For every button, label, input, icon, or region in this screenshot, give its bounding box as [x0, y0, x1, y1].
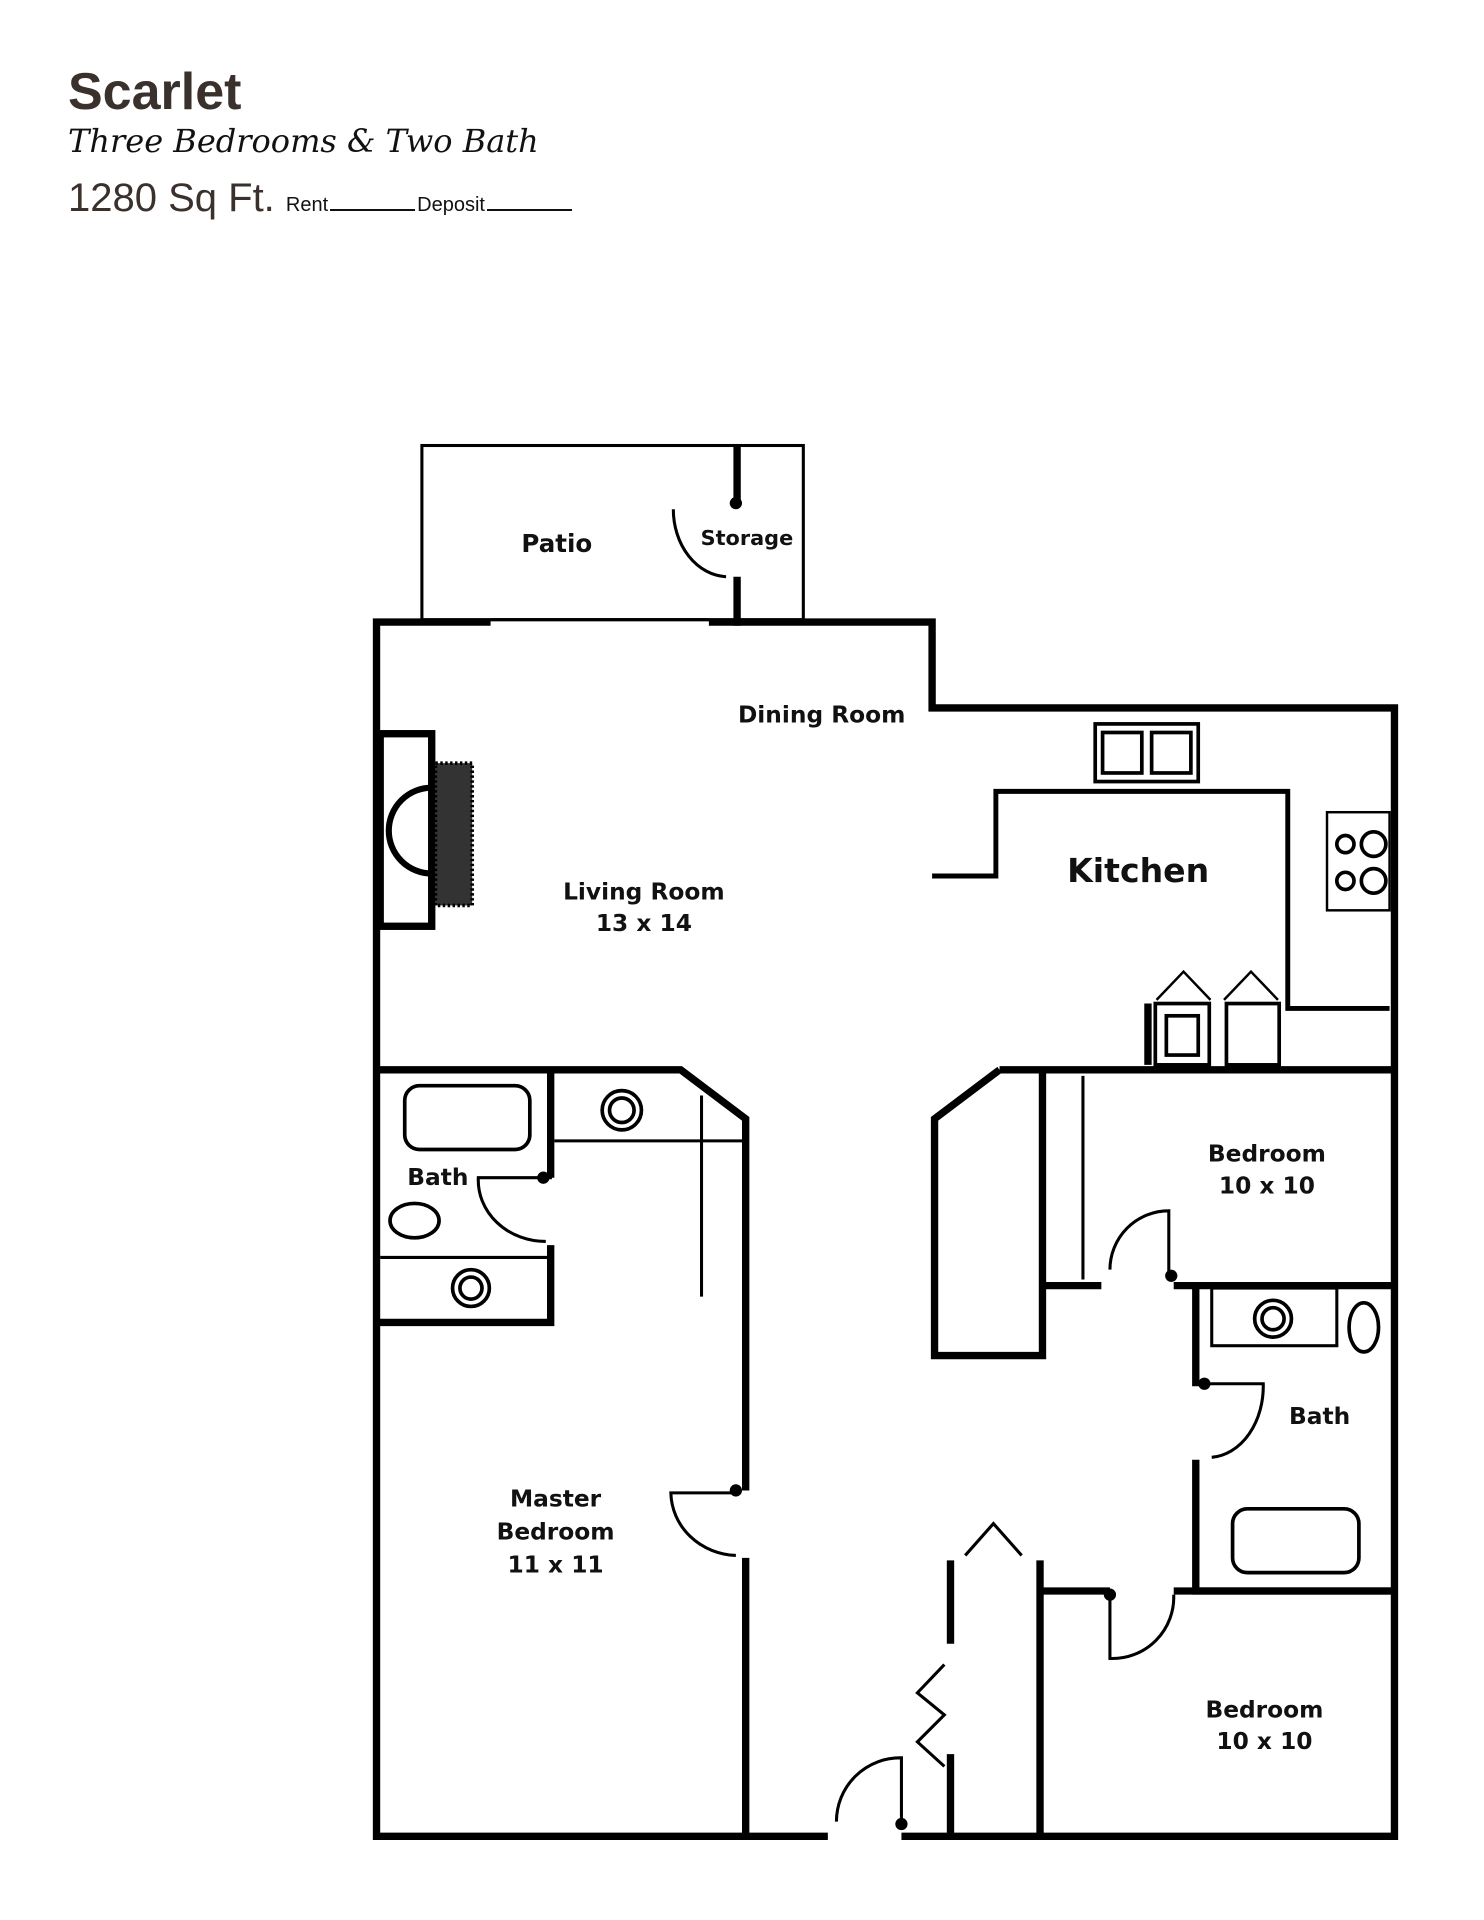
walls — [372, 445, 1399, 1840]
master-bedroom-dims: 11 x 11 — [508, 1552, 604, 1579]
plan-info: 1280 Sq Ft. Rent Deposit — [68, 176, 574, 221]
rent-label: Rent — [285, 194, 329, 216]
fixtures — [385, 722, 1391, 1575]
master-bedroom-label: Bedroom — [497, 1518, 615, 1545]
kitchen-sink-icon — [1093, 722, 1201, 784]
bathtub-icon — [402, 1083, 532, 1152]
living-room-dims: 13 x 14 — [596, 910, 692, 937]
toilet-icon — [600, 1088, 644, 1132]
dryer-icon — [1224, 1001, 1282, 1067]
plan-title: Scarlet — [68, 63, 242, 121]
bath-label: Bath — [1289, 1403, 1350, 1430]
bath-label: Bath — [407, 1164, 468, 1191]
rent-blank — [330, 209, 416, 211]
bedroom-dims: 10 x 10 — [1219, 1173, 1315, 1200]
bedroom-label: Bedroom — [1208, 1141, 1326, 1168]
dining-room-label: Dining Room — [738, 702, 906, 729]
sink-icon — [1252, 1298, 1294, 1339]
stove-icon — [1325, 810, 1391, 912]
washer-icon — [1153, 1001, 1212, 1067]
deposit-blank — [486, 209, 572, 211]
thin-lines — [380, 443, 1339, 1822]
patio-label: Patio — [521, 529, 592, 558]
door-hinges — [537, 497, 1211, 1831]
bedroom-label: Bedroom — [1205, 1696, 1323, 1723]
living-room-label: Living Room — [563, 878, 725, 905]
kitchen-label: Kitchen — [1067, 851, 1209, 890]
plan-subtitle: Three Bedrooms & Two Bath — [68, 122, 539, 160]
master-bedroom-label: Master — [510, 1485, 602, 1512]
sink-icon — [388, 1201, 441, 1240]
bathtub-icon — [1230, 1506, 1361, 1575]
storage-label: Storage — [701, 526, 794, 550]
hearth-grid — [433, 761, 475, 908]
square-footage: 1280 Sq Ft. — [68, 176, 275, 220]
deposit-label: Deposit — [417, 194, 485, 216]
toilet-icon — [1347, 1300, 1381, 1354]
bedroom-dims: 10 x 10 — [1216, 1728, 1312, 1755]
toilet-icon — [450, 1267, 492, 1309]
